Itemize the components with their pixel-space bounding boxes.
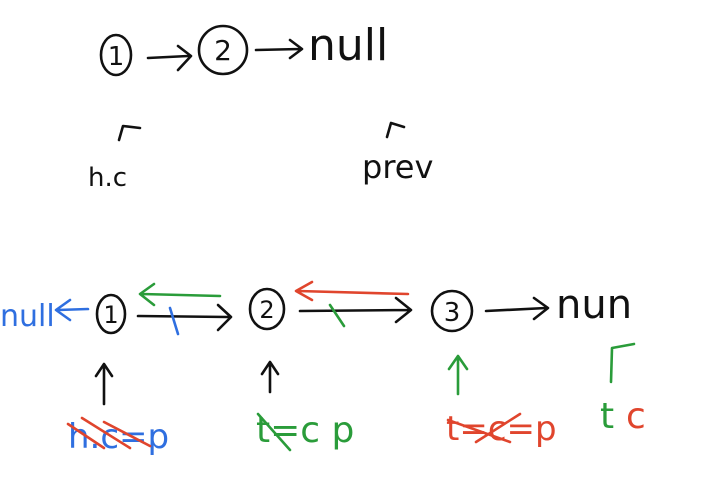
bottom-list-nodes (95, 287, 550, 335)
bottom-arrow-1-2 (136, 303, 233, 332)
top-prev-label: prev (362, 148, 433, 186)
top-node-2-circle (197, 24, 249, 76)
bottom-node-3-value: 3 (444, 298, 461, 328)
bottom-arrow-3-null (484, 296, 550, 321)
reverse-arrow-3-2 (294, 280, 410, 302)
top-head-cur-label: h.c (88, 163, 127, 193)
pointer-3-label: t=c=p (446, 409, 557, 449)
bottom-node-1-circle (95, 293, 127, 335)
top-arrow-1-2 (146, 44, 193, 72)
top-pointer-hc (117, 124, 142, 142)
pointer-1-red-cross (66, 416, 152, 450)
cross-out-2-3-green (328, 303, 346, 328)
reverse-arrow-2-1 (138, 282, 222, 307)
top-list (99, 24, 406, 142)
top-arrow-2-null (254, 38, 304, 60)
bottom-arrow-2-3 (298, 296, 413, 324)
top-node-2-value: 2 (214, 34, 232, 67)
bottom-node-2-value: 2 (259, 296, 274, 324)
pointer-arrow-1 (94, 362, 114, 406)
cross-out-1-2-blue (168, 306, 180, 336)
bottom-arrow-to-null (54, 298, 90, 322)
bottom-null-right: nun (556, 282, 632, 328)
pointer-4-c-label: c (626, 396, 646, 437)
bottom-null-left: null (0, 299, 55, 334)
pointer-arrow-4 (609, 342, 636, 384)
bottom-node-1-value: 1 (103, 301, 118, 329)
pointer-2-label: t=c p (256, 410, 354, 451)
bottom-node-3-circle (430, 289, 474, 333)
bottom-node-2-circle (248, 287, 286, 331)
top-pointer-prev (385, 121, 406, 139)
pointer-1-label: h.c=p (68, 417, 169, 457)
top-node-1-value: 1 (108, 42, 125, 72)
pointer-3-red-cross (446, 412, 522, 444)
pointer-4-t-label: t (600, 396, 614, 437)
pointer-2-green-cross (256, 412, 292, 452)
pointer-arrow-3 (447, 354, 469, 396)
top-node-1-circle (99, 33, 133, 77)
top-null-label: null (308, 20, 388, 71)
pointer-arrow-2 (260, 360, 280, 394)
